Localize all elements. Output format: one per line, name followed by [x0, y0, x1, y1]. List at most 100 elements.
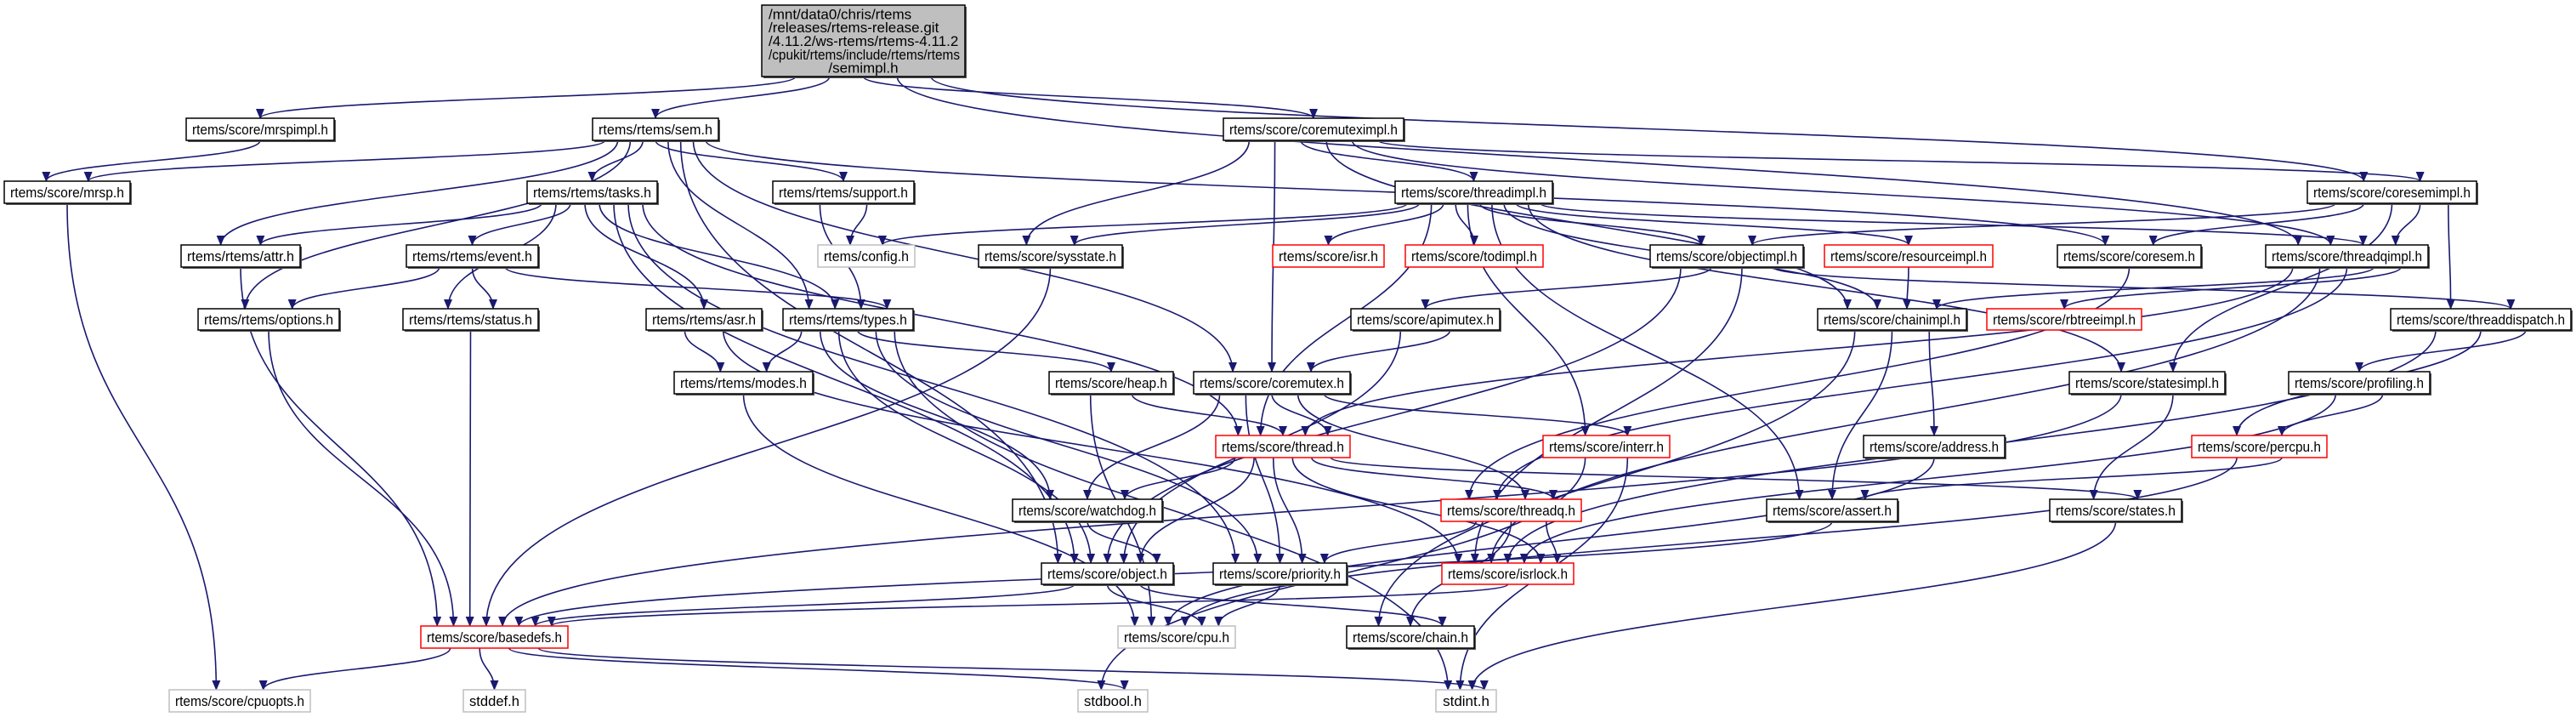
node-tasks[interactable]: rtems/rtems/tasks.h — [526, 180, 659, 205]
node-mrspimpl[interactable]: rtems/score/mrspimpl.h — [185, 117, 336, 142]
node-box — [2057, 244, 2202, 268]
node-heap[interactable]: rtems/score/heap.h — [1048, 371, 1175, 395]
node-box — [817, 244, 916, 268]
node-event[interactable]: rtems/rtems/event.h — [406, 244, 540, 269]
node-threadq[interactable]: rtems/score/threadq.h — [1440, 498, 1582, 522]
node-coremutex[interactable]: rtems/score/coremutex.h — [1193, 371, 1352, 395]
node-label: rtems/score/apimutex.h — [1357, 312, 1494, 328]
node-coresemimpl[interactable]: rtems/score/coresemimpl.h — [2306, 180, 2478, 205]
node-isrlock[interactable]: rtems/score/isrlock.h — [1441, 562, 1575, 585]
edge-sem-to-support — [655, 139, 848, 182]
node-object[interactable]: rtems/score/object.h — [1041, 562, 1175, 586]
edge-watchdog-to-object — [1087, 521, 1161, 564]
edge-thread-to-priority — [1272, 457, 1307, 564]
edge-statesimpl-to-basedefs — [498, 393, 2122, 627]
node-box — [197, 308, 340, 331]
node-mrsp[interactable]: rtems/score/mrsp.h — [3, 180, 132, 205]
edge-coresemimpl-to-threadqimpl — [2391, 202, 2421, 246]
node-interr[interactable]: rtems/score/interr.h — [1542, 435, 1671, 458]
edge-basedefs-to-stddef — [479, 647, 499, 691]
edge-types-to-object — [837, 329, 1096, 564]
node-statesimpl[interactable]: rtems/score/statesimpl.h — [2068, 371, 2227, 395]
node-label: rtems/score/mrsp.h — [10, 185, 124, 201]
node-resourceimpl[interactable]: rtems/score/resourceimpl.h — [1824, 244, 1994, 268]
edge-chainimpl-to-chain — [1374, 329, 1856, 627]
node-asr[interactable]: rtems/rtems/asr.h — [645, 308, 763, 332]
node-sem[interactable]: rtems/rtems/sem.h — [592, 117, 720, 142]
edge-coresemimpl-to-threaddispatch — [2446, 202, 2455, 310]
node-profiling[interactable]: rtems/score/profiling.h — [2288, 371, 2431, 395]
node-box — [1404, 244, 1544, 268]
edge-coresemimpl-to-coresem — [2148, 202, 2365, 246]
edge-threadq-to-isrlock — [1545, 521, 1562, 564]
node-status[interactable]: rtems/rtems/status.h — [402, 308, 540, 332]
node-objectimpl[interactable]: rtems/score/objectimpl.h — [1649, 244, 1805, 269]
edge-sem-to-options — [241, 139, 632, 310]
node-address[interactable]: rtems/score/address.h — [1863, 435, 2006, 459]
node-states[interactable]: rtems/score/states.h — [2049, 498, 2183, 523]
node-chain[interactable]: rtems/score/chain.h — [1346, 625, 1476, 650]
node-box — [462, 689, 526, 713]
node-threadqimpl[interactable]: rtems/score/threadqimpl.h — [2265, 244, 2430, 269]
node-attr[interactable]: rtems/rtems/attr.h — [180, 244, 302, 269]
node-priority[interactable]: rtems/score/priority.h — [1212, 562, 1348, 586]
node-coresem[interactable]: rtems/score/coresem.h — [2057, 244, 2203, 269]
node-isr[interactable]: rtems/score/isr.h — [1272, 244, 1385, 268]
node-stddef[interactable]: stddef.h — [462, 689, 526, 713]
node-label: rtems/score/isr.h — [1279, 248, 1378, 265]
node-modes[interactable]: rtems/rtems/modes.h — [673, 371, 814, 395]
node-assert[interactable]: rtems/score/assert.h — [1766, 498, 1899, 523]
node-threadimpl[interactable]: rtems/score/threadimpl.h — [1394, 180, 1554, 205]
node-box — [1350, 308, 1501, 331]
node-box — [1346, 625, 1475, 649]
node-label: rtems/score/watchdog.h — [1018, 503, 1156, 519]
node-stdint[interactable]: stdint.h — [1435, 689, 1497, 713]
edge-support-to-config — [846, 202, 868, 246]
edge-object-to-basedefs — [531, 583, 1075, 627]
node-box — [1272, 244, 1385, 268]
node-box — [1863, 435, 2006, 458]
edge-sem-to-tasks — [587, 139, 644, 182]
node-box — [2049, 498, 2182, 522]
node-label: rtems/score/coremuteximpl.h — [1229, 122, 1398, 138]
edge-root-to-sem — [651, 76, 831, 119]
node-basedefs[interactable]: rtems/score/basedefs.h — [420, 625, 569, 649]
node-label: stdint.h — [1443, 693, 1489, 709]
node-threaddispatch[interactable]: rtems/score/threaddispatch.h — [2390, 308, 2573, 332]
node-label: rtems/rtems/tasks.h — [533, 185, 651, 201]
node-coremuteximpl[interactable]: rtems/score/coremuteximpl.h — [1223, 117, 1405, 142]
node-label: rtems/score/objectimpl.h — [1656, 248, 1797, 265]
node-label: rtems/rtems/modes.h — [680, 375, 807, 391]
node-thread[interactable]: rtems/score/thread.h — [1215, 435, 1351, 458]
node-label: /4.11.2/ws-rtems/rtems-4.11.2 — [769, 33, 958, 49]
node-cpu[interactable]: rtems/score/cpu.h — [1117, 625, 1236, 649]
node-label: rtems/score/statesimpl.h — [2075, 375, 2219, 391]
node-box — [673, 371, 814, 395]
node-label: stdbool.h — [1084, 693, 1142, 709]
node-options[interactable]: rtems/rtems/options.h — [197, 308, 341, 332]
node-box — [2191, 435, 2328, 458]
node-apimutex[interactable]: rtems/score/apimutex.h — [1350, 308, 1501, 332]
node-label: rtems/score/chainimpl.h — [1824, 312, 1960, 328]
node-cpuopts[interactable]: rtems/score/cpuopts.h — [168, 689, 311, 713]
node-percpu[interactable]: rtems/score/percpu.h — [2191, 435, 2328, 458]
node-box — [180, 244, 301, 268]
node-root[interactable]: /mnt/data0/chris/rtems/releases/rtems-re… — [761, 4, 967, 78]
node-types[interactable]: rtems/rtems/types.h — [782, 308, 915, 332]
node-watchdog[interactable]: rtems/score/watchdog.h — [1012, 498, 1164, 523]
node-support[interactable]: rtems/rtems/support.h — [772, 180, 916, 205]
node-label: rtems/rtems/options.h — [204, 312, 333, 328]
node-todimpl[interactable]: rtems/score/todimpl.h — [1404, 244, 1544, 268]
node-label: rtems/score/interr.h — [1549, 439, 1664, 455]
edge-threaddispatch-to-profiling — [2355, 329, 2527, 373]
node-chainimpl[interactable]: rtems/score/chainimpl.h — [1817, 308, 1968, 332]
node-box — [526, 180, 658, 204]
edge-tasks-to-asr — [584, 202, 708, 310]
node-box — [1817, 308, 1967, 331]
node-sysstate[interactable]: rtems/score/sysstate.h — [978, 244, 1124, 269]
node-rbtreeimpl[interactable]: rtems/score/rbtreeimpl.h — [1986, 308, 2142, 331]
node-config[interactable]: rtems/config.h — [817, 244, 916, 268]
edge-coremutex-to-thread — [1271, 393, 1332, 436]
node-stdbool[interactable]: stdbool.h — [1077, 689, 1149, 713]
node-box — [185, 117, 335, 141]
